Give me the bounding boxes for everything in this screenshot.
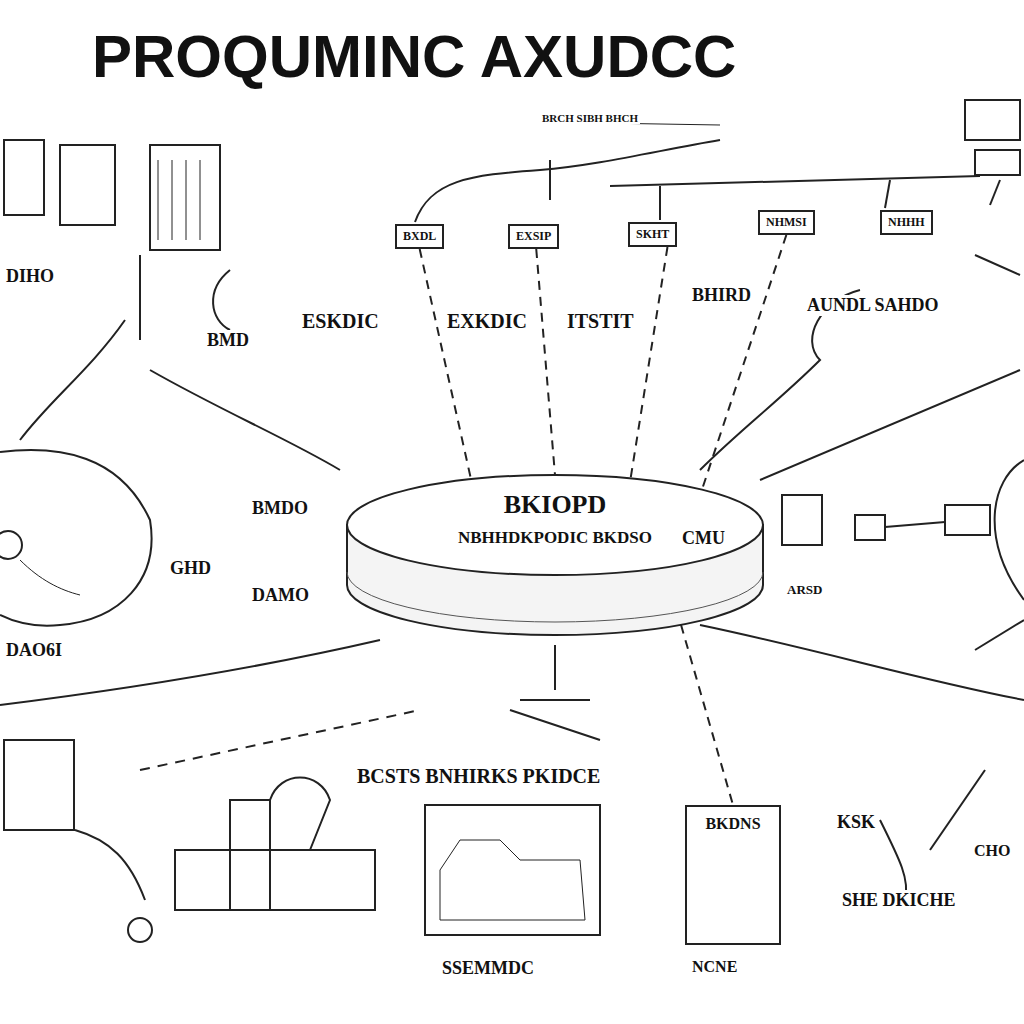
wire	[975, 620, 1024, 650]
diagram-label: BHIRD	[690, 285, 753, 306]
process-box: EXSIP	[508, 224, 559, 249]
building-sketch	[150, 145, 220, 250]
picture-frame	[425, 805, 600, 935]
device-sketch	[855, 515, 885, 540]
wire	[700, 290, 860, 470]
diagram-label: BMD	[205, 330, 251, 351]
wire	[75, 830, 145, 900]
node-text: SKHT	[636, 227, 669, 242]
machine-sketch	[175, 850, 375, 910]
connector-line	[536, 249, 555, 475]
process-box: NHMSI	[758, 210, 815, 235]
diagram-label: BCSTS BNHIRKS PKIDCE	[355, 765, 602, 788]
diagram-label: DIHO	[4, 266, 56, 287]
region-outline	[0, 450, 152, 626]
building-sketch	[60, 145, 115, 225]
diagram-label: SHE DKICHE	[840, 890, 958, 911]
machine-sketch	[270, 778, 330, 851]
connector-line	[631, 247, 668, 478]
diagram-title: PROQUMINC AXUDCC	[92, 22, 736, 91]
node-text: BKIOPD	[345, 490, 765, 520]
diagram-label: CMU	[680, 528, 727, 549]
picture-sketch	[440, 840, 585, 920]
building-sketch	[158, 160, 200, 240]
diagram-label: NCNE	[690, 958, 739, 976]
diagram-label: DAO6I	[4, 640, 64, 661]
node-text: BXDL	[403, 229, 436, 244]
diagram-label: CHO	[972, 842, 1012, 860]
wire	[0, 640, 380, 705]
wire	[880, 820, 906, 900]
connector-line	[702, 235, 786, 490]
wire	[659, 186, 661, 220]
wire	[213, 270, 230, 330]
wire	[150, 370, 340, 470]
diagram-label: KSK	[835, 812, 877, 833]
stand-sketch	[510, 645, 600, 740]
diagram-label: GHD	[168, 558, 213, 579]
diagram-label: ARSD	[785, 582, 824, 598]
diagram-label: DAMO	[250, 585, 311, 606]
figure-sketch	[995, 460, 1024, 600]
wire	[700, 625, 1024, 700]
process-box: BXDL	[395, 224, 444, 249]
process-box: SKHT	[628, 222, 677, 247]
diagram-label: ESKDIC	[300, 310, 381, 333]
sketch-lines	[0, 100, 1024, 942]
wire	[415, 140, 720, 222]
node-text: EXSIP	[516, 229, 551, 244]
wire	[549, 160, 551, 200]
building-sketch	[4, 140, 44, 215]
device-sketch	[782, 495, 822, 545]
diagram-label: AUNDL SAHDO	[805, 295, 941, 316]
diagram-label: ITSTIT	[565, 310, 636, 333]
figure-sketch	[0, 531, 22, 559]
diagram-label: EXKDIC	[445, 310, 529, 333]
wire	[930, 770, 985, 850]
process-box: NHHH	[880, 210, 933, 235]
wire	[20, 560, 80, 595]
machine-sketch	[230, 800, 270, 910]
computer-sketch	[975, 150, 1020, 175]
diagram-label: BMDO	[250, 498, 310, 519]
hub-disc: BKIOPDNBHHDKPODIC BKDSO	[345, 470, 765, 640]
wire	[760, 370, 1020, 480]
node-text: BKDNS	[693, 815, 773, 833]
node-text: NHMSI	[766, 215, 807, 230]
computer-sketch	[965, 100, 1020, 140]
connector-line	[681, 625, 733, 805]
diagram-label: SSEMMDC	[440, 958, 536, 979]
connector-line	[420, 249, 471, 479]
wire	[885, 180, 890, 208]
disc-band	[347, 572, 763, 622]
node-text: NHHH	[888, 215, 925, 230]
wire	[610, 176, 980, 186]
wire	[975, 255, 1020, 275]
diagram-label: BRCH SIBH BHCH	[540, 112, 640, 124]
wire	[885, 522, 945, 527]
wire	[140, 710, 420, 770]
wire	[990, 180, 1000, 205]
figure-sketch	[128, 918, 152, 942]
device-sketch	[945, 505, 990, 535]
process-box: BKDNS	[685, 805, 781, 945]
machine-sketch	[4, 740, 74, 830]
